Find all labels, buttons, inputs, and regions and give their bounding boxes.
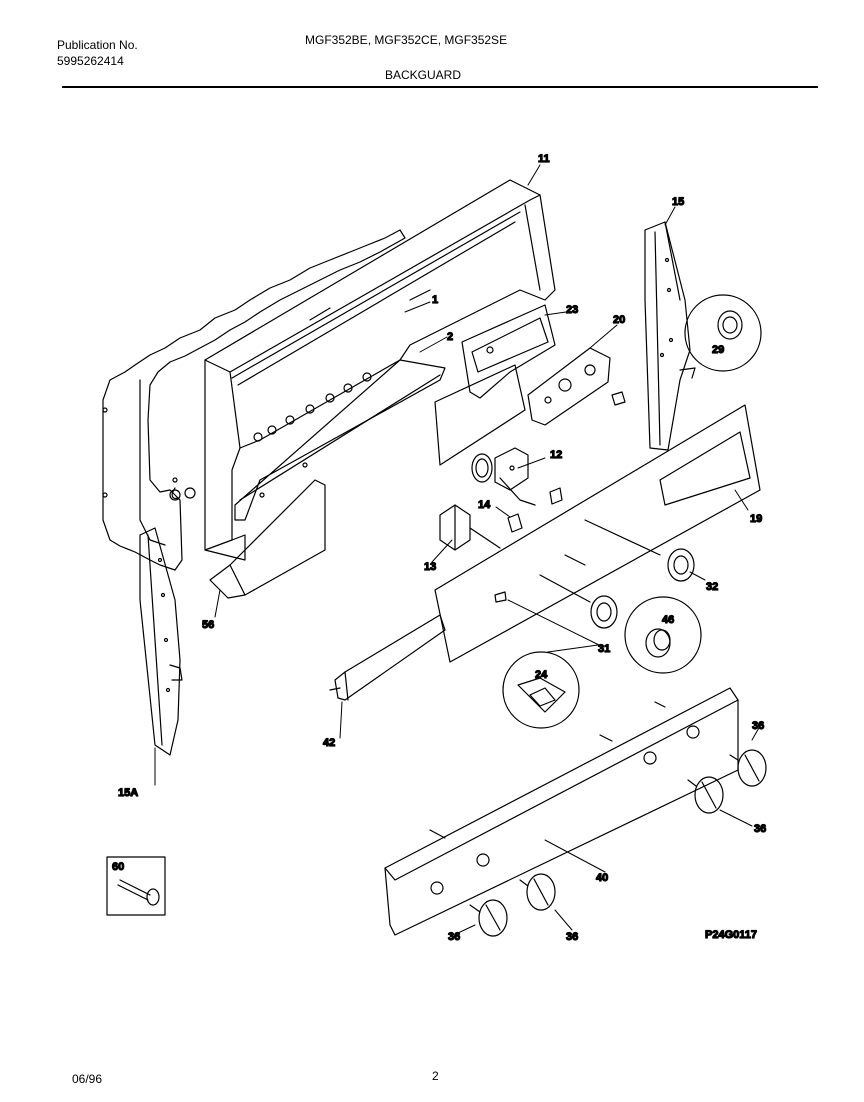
callout-36-right: 36 xyxy=(754,823,766,835)
detail-knob-46 xyxy=(624,596,702,674)
callout-1: 1 xyxy=(432,294,438,306)
callout-13: 13 xyxy=(424,561,436,573)
header-divider xyxy=(62,86,818,88)
part-control-panel xyxy=(434,404,761,663)
callout-42: 42 xyxy=(323,737,335,749)
callout-19: 19 xyxy=(750,513,762,525)
part-right-end-bracket xyxy=(644,221,696,451)
callout-12: 12 xyxy=(550,449,562,461)
callout-40: 40 xyxy=(596,872,608,884)
callout-36-top: 36 xyxy=(752,720,764,732)
callout-24: 24 xyxy=(535,669,548,681)
part-baffle xyxy=(234,359,446,521)
part-left-end-bracket xyxy=(139,527,183,756)
part-valve-block xyxy=(439,504,501,551)
callout-11: 11 xyxy=(538,153,550,165)
footer-page-number: 2 xyxy=(432,1069,439,1083)
callout-23: 23 xyxy=(566,304,578,316)
callout-36-left: 36 xyxy=(448,931,460,943)
callout-60: 60 xyxy=(112,861,124,873)
publication-number: 5995262414 xyxy=(57,54,124,68)
drawing-id: P24G0117 xyxy=(705,929,757,941)
publication-label: Publication No. xyxy=(57,38,138,52)
part-manifold-panel xyxy=(384,687,739,936)
callout-32: 32 xyxy=(706,581,718,593)
part-switch xyxy=(507,487,563,533)
part-control-knob xyxy=(539,519,695,629)
callout-36-middle: 36 xyxy=(566,931,578,943)
section-title: BACKGUARD xyxy=(385,68,462,82)
part-clock-trim xyxy=(434,364,526,466)
callout-29: 29 xyxy=(712,344,724,356)
part-clock-bracket xyxy=(461,304,556,399)
detail-screw-60 xyxy=(106,856,166,916)
footer-date: 06/96 xyxy=(72,1072,103,1086)
part-spark-module xyxy=(471,447,536,506)
callout-2: 2 xyxy=(447,331,453,343)
detail-switch-24 xyxy=(502,651,580,729)
callout-15a: 15A xyxy=(118,787,138,799)
part-trim-strip xyxy=(329,614,446,701)
part-lower-bracket xyxy=(209,462,326,599)
model-numbers: MGF352BE, MGF352CE, MGF352SE xyxy=(305,33,508,47)
part-clock xyxy=(527,347,626,426)
callout-46: 46 xyxy=(662,614,674,626)
callout-56: 56 xyxy=(202,619,214,631)
part-backguard-housing xyxy=(169,179,556,561)
part-rear-shield xyxy=(102,229,406,571)
callout-labels: 1 2 11 12 13 14 15 15A 19 20 23 24 29 31… xyxy=(111,152,766,943)
callout-20: 20 xyxy=(613,314,625,326)
detail-knob-29 xyxy=(684,294,762,372)
part-knob xyxy=(469,749,767,937)
callout-31: 31 xyxy=(598,643,610,655)
callout-14: 14 xyxy=(478,499,491,511)
callout-leaders xyxy=(154,164,761,934)
callout-15: 15 xyxy=(672,196,684,208)
